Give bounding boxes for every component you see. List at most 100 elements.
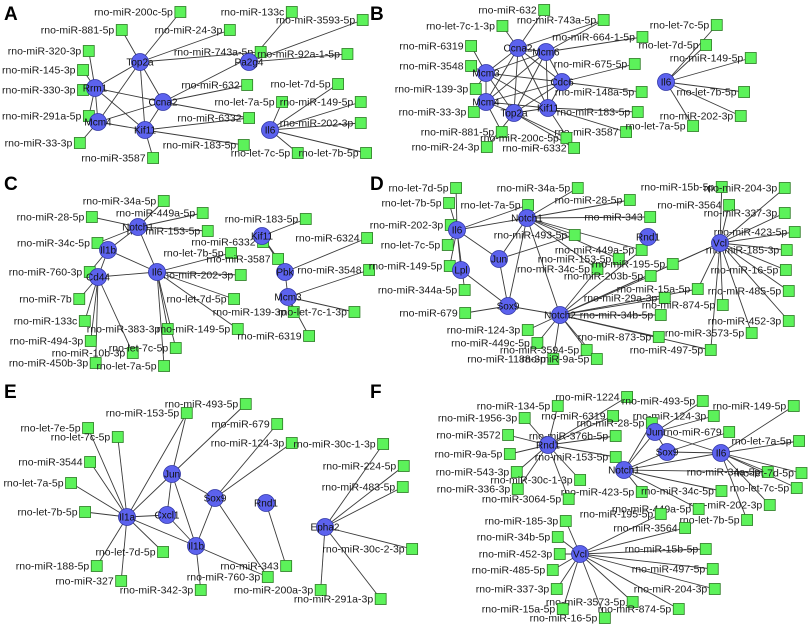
gene-node-rrm1: Rrm1 bbox=[83, 79, 108, 97]
mirna-box bbox=[635, 86, 648, 98]
gene-node-jun: Jun bbox=[490, 250, 508, 268]
edge-mcm6-mcm3 bbox=[485, 51, 547, 74]
mirna-node: rno-miR-188-5p bbox=[16, 560, 103, 573]
mirna-label: rno-miR-3564 bbox=[657, 200, 721, 212]
mirna-label: rno-let-7c-5p bbox=[381, 240, 441, 252]
edge-ccna2-kif11 bbox=[517, 47, 549, 109]
mirna-box bbox=[654, 309, 667, 321]
mirna-box bbox=[480, 141, 493, 153]
mirna-box bbox=[631, 106, 644, 118]
edge-il6-a17 bbox=[269, 83, 339, 131]
mirna-node: rno-miR-124-3p bbox=[633, 410, 720, 423]
mirna-label: rno-let-7d-5p bbox=[734, 468, 794, 480]
mirna-label: rno-miR-203b-5p bbox=[564, 271, 644, 283]
edge-ccna2-mcm4 bbox=[97, 101, 164, 123]
gene-circle bbox=[448, 221, 466, 239]
mirna-box bbox=[126, 347, 139, 359]
mirna-node: rno-miR-34a-5p bbox=[687, 466, 774, 479]
mirna-node: rno-miR-1224 bbox=[555, 391, 633, 404]
mirna-label: rno-miR-149-5p bbox=[280, 97, 354, 109]
mirna-node: rno-miR-200c-5p bbox=[94, 6, 187, 19]
edge-top2a-a6 bbox=[139, 51, 261, 63]
edge-notch2-d38 bbox=[559, 314, 711, 351]
mirna-box bbox=[744, 52, 757, 64]
edge-il1b-il6 bbox=[107, 249, 158, 273]
mirna-box bbox=[568, 142, 580, 154]
mirna-node: rno-miR-449c-5p bbox=[451, 337, 544, 350]
edge-notch1-il6 bbox=[623, 452, 722, 471]
mirna-box bbox=[502, 429, 514, 441]
mirna-node: rno-miR-632 bbox=[181, 79, 254, 92]
gene-circle bbox=[490, 250, 508, 268]
mirna-node: rno-let-7c-1-3p bbox=[278, 306, 361, 319]
gene-circle bbox=[452, 261, 470, 279]
mirna-label: rno-miR-6319 bbox=[541, 411, 605, 423]
mirna-node: rno-miR-1956-3p bbox=[438, 412, 531, 425]
mirna-box bbox=[723, 199, 735, 211]
edge-notch1-d10 bbox=[526, 217, 642, 251]
gene-label: Rrm1 bbox=[83, 84, 108, 95]
mirna-node: rno-miR-881-5p bbox=[41, 24, 128, 37]
mirna-label: rno-miR-881-5p bbox=[41, 25, 115, 37]
mirna-node: rno-miR-675-5p bbox=[554, 58, 641, 71]
gene-circle bbox=[240, 53, 258, 71]
gene-label: Rnd1 bbox=[636, 233, 660, 244]
mirna-box bbox=[636, 31, 649, 43]
edge-cd44-c15 bbox=[97, 276, 134, 354]
mirna-box bbox=[348, 306, 361, 318]
edge-jun-e2 bbox=[171, 412, 188, 475]
edge-il6-c6 bbox=[156, 252, 232, 273]
edge-rnd1-e15 bbox=[265, 502, 287, 567]
mirna-node: rno-miR-30c-1-3p bbox=[293, 438, 390, 451]
mirna-node: rno-let-7b-5p bbox=[381, 197, 455, 210]
edge-kif11-b13 bbox=[547, 107, 627, 133]
gene-node-pa2g4: Pa2g4 bbox=[235, 53, 264, 71]
mirna-label: rno-let-7c-5p bbox=[730, 483, 790, 495]
mirna-label: rno-miR-200c-5p bbox=[480, 133, 559, 145]
edge-cd44-c17 bbox=[95, 276, 99, 364]
edge-mcm6-b3 bbox=[545, 19, 604, 53]
gene-circle bbox=[253, 227, 271, 245]
gene-node-vcl: Vcl bbox=[571, 545, 589, 563]
gene-node-mcm3: Mcm3 bbox=[472, 64, 500, 82]
mirna-label: rno-let-7a-5p bbox=[625, 121, 685, 133]
edge-cdc6-top2a bbox=[513, 81, 563, 114]
mirna-label: rno-miR-344a-5p bbox=[378, 285, 458, 297]
gene-label: Pbk bbox=[276, 268, 294, 279]
mirna-box bbox=[276, 96, 288, 108]
mirna-box bbox=[538, 4, 551, 16]
mirna-node: rno-miR-3564 bbox=[657, 199, 735, 212]
gene-node-il6: Il6 bbox=[712, 444, 730, 462]
mirna-box bbox=[374, 593, 387, 605]
mirna-box bbox=[635, 244, 648, 256]
mirna-label: rno-miR-449c-5p bbox=[451, 338, 530, 350]
edge-il6-f17 bbox=[720, 452, 802, 474]
edge-notch1-sox9 bbox=[507, 217, 528, 307]
mirna-box bbox=[763, 499, 776, 511]
mirna-label: rno-miR-6319 bbox=[399, 41, 463, 53]
gene-label: Il6 bbox=[265, 126, 276, 137]
mirna-node: rno-let-7c-1-3p bbox=[426, 20, 509, 33]
panel-e-network: rno-miR-493-5prno-miR-153-5prno-let-7e-5… bbox=[3, 398, 419, 606]
mirna-node: rno-miR-452-3p bbox=[479, 548, 566, 561]
mirna-label: rno-miR-33-3p bbox=[399, 107, 467, 119]
gene-node-il1b: Il1b bbox=[187, 537, 205, 555]
edge-il1a-e3 bbox=[87, 427, 128, 518]
mirna-node: rno-miR-34c-5p bbox=[17, 237, 104, 250]
gene-circle bbox=[499, 297, 517, 315]
mirna-node: rno-miR-124-3p bbox=[447, 324, 534, 337]
mirna-node: rno-miR-452-3p bbox=[708, 315, 795, 328]
mirna-label: rno-miR-34c-5p bbox=[641, 486, 714, 498]
gene-label: Sox9 bbox=[204, 494, 227, 505]
gene-label: Mcm3 bbox=[274, 293, 302, 304]
mirna-label: rno-miR-145-3p bbox=[2, 65, 76, 77]
gene-circle bbox=[571, 545, 589, 563]
mirna-label: rno-let-7d-5p bbox=[388, 183, 448, 195]
mirna-label: rno-miR-760-3p bbox=[9, 267, 83, 279]
mirna-node: rno-miR-6332 bbox=[177, 112, 255, 125]
mirna-label: rno-let-7d-5p bbox=[638, 40, 698, 52]
edge-notch2-d33 bbox=[559, 288, 698, 316]
mirna-box bbox=[518, 412, 531, 424]
